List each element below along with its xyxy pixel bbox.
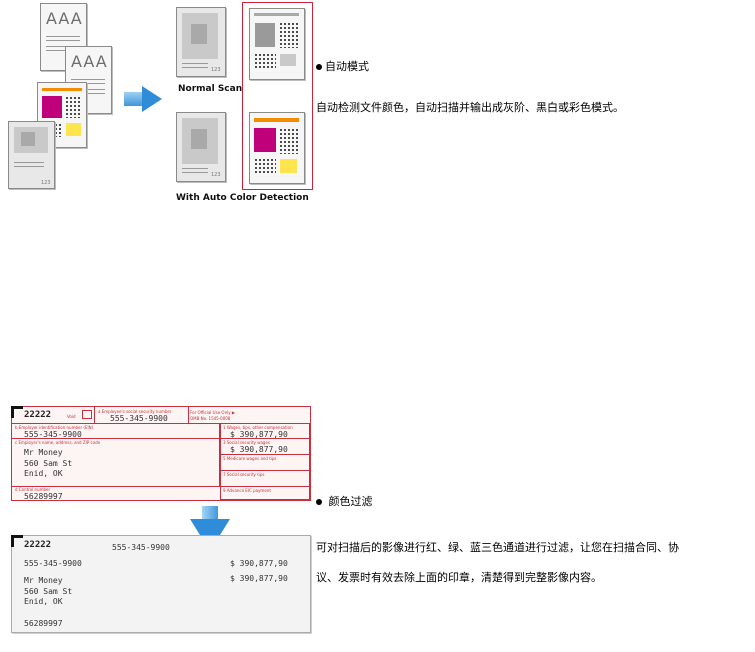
ss-wages-value: $ 390,877,90 — [230, 445, 288, 454]
employer-name: Mr Money — [24, 448, 63, 457]
employer-name: Mr Money — [24, 576, 63, 585]
normal-scan-label: Normal Scan — [178, 84, 243, 94]
result-highlight-frame — [242, 2, 313, 190]
wages-value: $ 390,877,90 — [230, 559, 288, 568]
section-auto-mode-title: 自动模式 — [316, 58, 369, 74]
auto-detect-gray-page: 123 — [176, 112, 226, 182]
wages-label: 1 Wages, tips, other compensation — [223, 425, 293, 430]
page-number: 123 — [41, 180, 51, 186]
form-code: 22222 — [24, 540, 52, 550]
ein-value: 555-345-9900 — [24, 430, 82, 439]
section-color-filter-title: 颜色过滤 — [316, 493, 373, 509]
employer-street: 560 Sam St — [24, 459, 73, 468]
ein-label: b Employer identification number (EIN) — [15, 425, 94, 430]
ssn-value: 555-345-9900 — [110, 414, 168, 423]
auto-mode-title-text: 自动模式 — [325, 60, 369, 73]
control-label: d Control number — [15, 487, 51, 492]
employer-city: Enid, OK — [24, 469, 63, 478]
auto-detect-color-page — [249, 112, 305, 184]
bullet-icon — [316, 64, 322, 70]
auto-mode-description: 自动检测文件颜色，自动扫描并输出成灰阶、黑白或彩色模式。 — [316, 101, 624, 114]
normal-scan-color-page — [249, 8, 305, 80]
ss-wages-label: 3 Social security wages — [223, 440, 270, 445]
ss-tips-label: 7 Social security tips — [223, 472, 265, 477]
form-code: 22222 — [24, 410, 52, 420]
wages-value: $ 390,877,90 — [230, 430, 288, 439]
employer-label: c Employer's name, address, and ZIP code — [15, 440, 101, 445]
page-number: 123 — [211, 67, 221, 73]
normal-scan-page: 123 — [176, 7, 226, 77]
doc-gray-page: 123 — [8, 121, 55, 189]
color-filter-title-text: 颜色过滤 — [328, 495, 373, 508]
color-filter-description-line2: 议、发票时有效去除上面的印章，清楚得到完整影像内容。 — [316, 571, 602, 584]
color-filter-description-line1: 可对扫描后的影像进行红、绿、蓝三色通道进行过滤，让您在扫描合同、协 — [316, 541, 679, 554]
employer-street: 560 Sam St — [24, 587, 73, 596]
control-value: 56289997 — [24, 492, 63, 501]
arrow-right-icon — [124, 92, 142, 106]
page-number: 123 — [211, 172, 221, 178]
arrow-down-icon — [202, 506, 218, 520]
eic-label: 9 Advance EIC payment — [223, 488, 271, 493]
doc-text: AAA — [46, 9, 83, 28]
control-value: 56289997 — [24, 619, 63, 628]
w2-form-filtered: 22222 555-345-9900 555-345-9900 $ 390,87… — [11, 535, 311, 633]
ein-value: 555-345-9900 — [24, 559, 82, 568]
doc-text-page-2: AAA — [65, 46, 112, 114]
bullet-icon — [316, 499, 322, 505]
official-use-label: For Official Use Only ▶ — [190, 410, 235, 415]
employer-city: Enid, OK — [24, 597, 63, 606]
w2-form-original: 22222 Void a Employee's social security … — [11, 406, 311, 501]
doc-text: AAA — [71, 52, 108, 71]
medicare-label: 5 Medicare wages and tips — [223, 456, 277, 461]
doc-text-page-1: AAA — [40, 3, 87, 71]
ssn-value: 555-345-9900 — [112, 543, 170, 552]
void-label: Void — [67, 414, 76, 419]
omb-number: OMB No. 1545-0008 — [190, 416, 231, 421]
ss-wages-value: $ 390,877,90 — [230, 574, 288, 583]
ssn-label: a Employee's social security number — [98, 409, 172, 414]
auto-color-label: With Auto Color Detection — [176, 193, 309, 203]
arrow-right-icon-head — [142, 86, 162, 112]
